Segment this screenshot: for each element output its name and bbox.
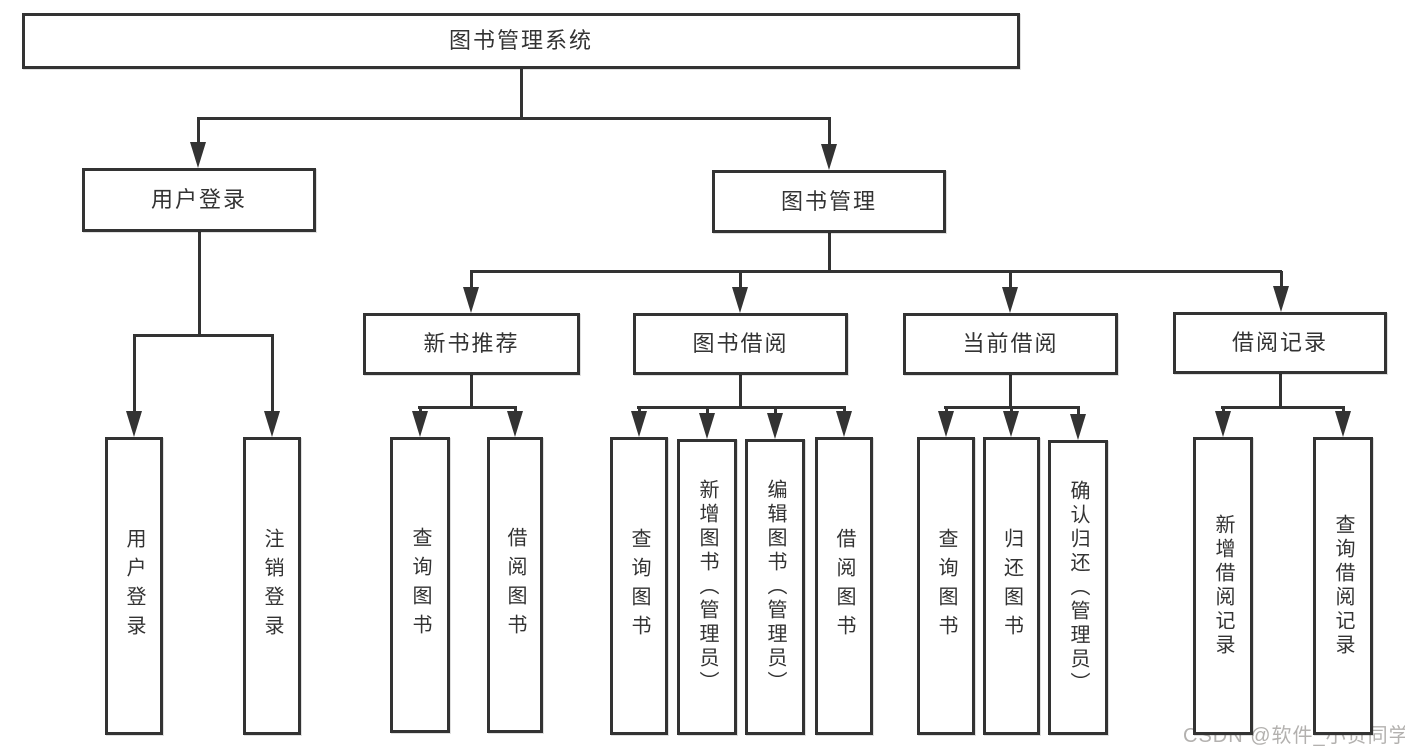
node-book-borrowing: 图书借阅 [633,313,848,375]
node-user-login: 用户登录 [82,168,316,232]
node-query-borrow-record: 查询借阅记录 [1313,437,1373,735]
connector-line [1076,407,1080,414]
node-label: 注销登录 [261,528,283,644]
node-label: 归还图书 [1000,528,1023,644]
connector-line [469,271,473,287]
node-label: 当前借阅 [962,331,1059,356]
node-label: 新书推荐 [423,331,520,356]
connector-line [944,407,948,411]
node-new-book-recommend: 新书推荐 [363,313,580,375]
connector-line [773,407,777,413]
arrowhead-icon [938,411,954,437]
connector-line [637,407,641,411]
connector-line [842,407,846,411]
connector-line [197,232,201,337]
arrowhead-icon [821,144,837,170]
node-label: 借阅图书 [504,527,526,643]
arrowhead-icon [767,413,783,439]
node-label: 新增图书（管理员） [696,479,718,695]
node-label: 编辑图书（管理员） [764,479,786,695]
node-label: 用户登录 [150,187,247,212]
node-query-books-bb: 查询图书 [610,437,668,735]
connector-line [705,407,709,413]
node-return-books: 归还图书 [983,437,1040,735]
node-query-books-cb: 查询图书 [917,437,975,735]
node-borrow-books-nr: 借阅图书 [487,437,543,733]
arrowhead-icon [264,411,280,437]
node-query-books-nr: 查询图书 [390,437,450,733]
node-user-login-func: 用户登录 [105,437,163,735]
arrowhead-icon [699,413,715,439]
connector-line [1008,375,1012,409]
connector-line [197,116,831,120]
arrowhead-icon [1070,414,1086,440]
arrowhead-icon [507,411,523,437]
arrowhead-icon [1003,411,1019,437]
arrowhead-icon [836,411,852,437]
node-label: 新增借阅记录 [1212,514,1234,658]
connector-line [133,333,274,337]
connector-line [1008,271,1012,287]
node-label: 图书借阅 [692,331,789,356]
node-label: 查询图书 [628,528,650,644]
connector-line [827,118,831,144]
connector-line [270,335,274,411]
node-logout-func: 注销登录 [243,437,301,735]
arrowhead-icon [1335,411,1351,437]
connector-line [1221,405,1345,409]
connector-line [637,405,846,409]
node-label: 借阅图书 [833,528,855,644]
connector-line [1279,271,1283,286]
connector-line [738,375,742,409]
connector-line [418,407,422,411]
connector-line [1278,374,1282,409]
node-borrow-books-bb: 借阅图书 [815,437,873,735]
node-borrowing-records: 借阅记录 [1173,312,1387,374]
arrowhead-icon [412,411,428,437]
node-label: 查询图书 [409,527,431,643]
node-label: 确认归还（管理员） [1067,479,1089,696]
arrowhead-icon [732,287,748,313]
node-add-borrow-record: 新增借阅记录 [1193,437,1253,735]
arrowhead-icon [463,287,479,313]
node-current-borrowing: 当前借阅 [903,313,1118,375]
node-book-management: 图书管理 [712,170,946,233]
node-confirm-return-admin: 确认归还（管理员） [1048,440,1108,735]
arrowhead-icon [1002,287,1018,313]
connector-line [1009,407,1013,411]
arrowhead-icon [1273,286,1289,312]
node-label: 借阅记录 [1231,330,1328,355]
node-label: 查询图书 [935,528,957,644]
arrowhead-icon [631,411,647,437]
node-root: 图书管理系统 [22,13,1020,69]
node-add-books-admin: 新增图书（管理员） [677,439,737,735]
node-label: 查询借阅记录 [1332,514,1354,658]
connector-line [1221,407,1225,411]
node-edit-books-admin: 编辑图书（管理员） [745,439,805,735]
connector-line [470,269,1282,273]
node-label: 图书管理系统 [448,28,593,53]
arrowhead-icon [126,411,142,437]
node-label: 用户登录 [123,528,145,644]
connector-line [132,335,136,411]
node-label: 图书管理 [780,188,877,214]
connector-line [469,375,473,409]
arrowhead-icon [190,142,206,168]
connector-line [418,405,517,409]
connector-line [519,69,523,120]
connector-line [196,118,200,142]
connector-line [513,407,517,411]
connector-line [738,271,742,287]
connector-line [1341,407,1345,411]
connector-line [827,233,831,273]
arrowhead-icon [1215,411,1231,437]
